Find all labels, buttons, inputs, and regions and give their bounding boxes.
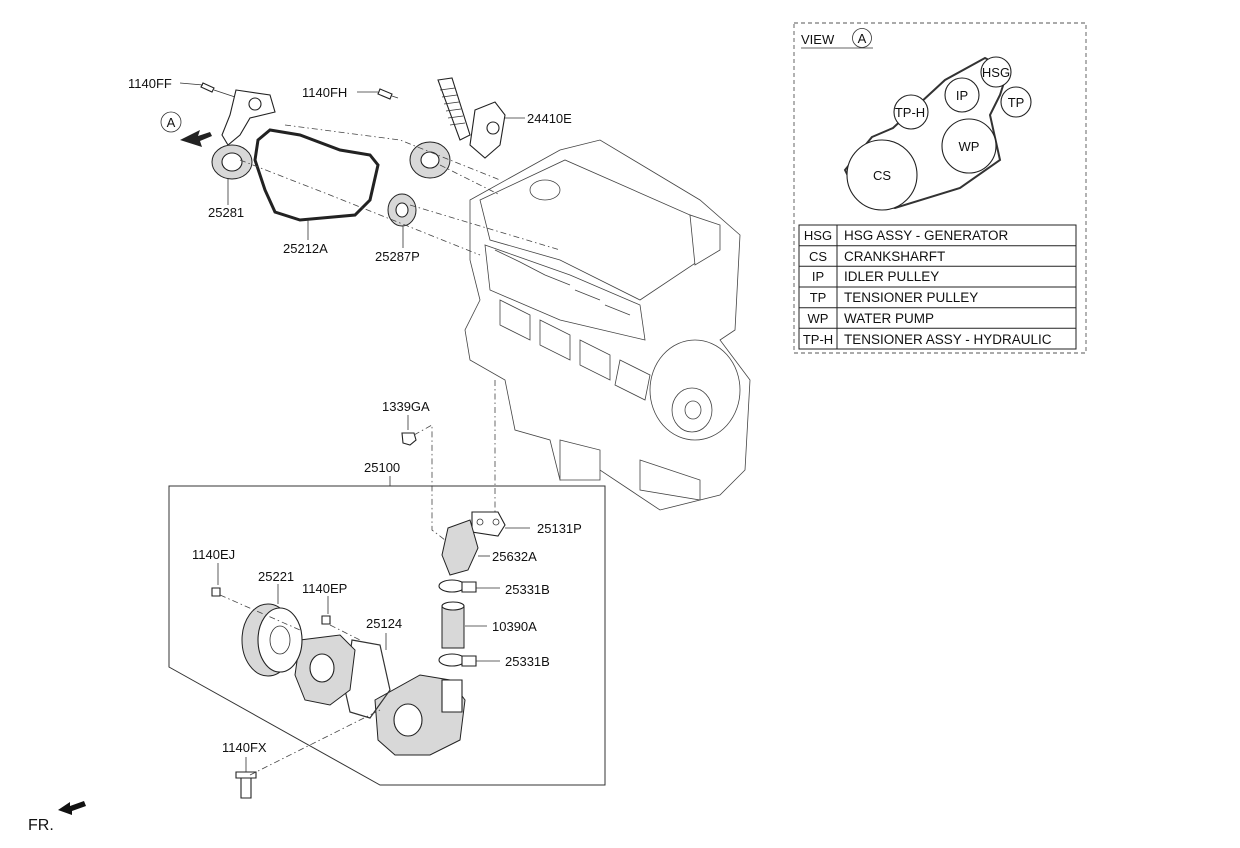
label-25331b-bottom: 25331B (505, 654, 550, 669)
view-title: VIEW (801, 32, 835, 47)
legend-code: TP (810, 290, 827, 305)
label-1140ff: 1140FF (128, 76, 172, 91)
legend-code: HSG (804, 228, 832, 243)
pulley-tp-label: TP (1008, 95, 1025, 110)
engine-block-illustration (464, 139, 751, 511)
label-25281: 25281 (208, 205, 244, 220)
idler-pulley-illustration (387, 193, 417, 227)
view-a-marker: A (160, 111, 182, 133)
water-pump-assembly-frame (168, 485, 606, 786)
water-pump-housing-illustration (374, 674, 466, 756)
legend-desc: HSG ASSY - GENERATOR (844, 228, 1009, 243)
label-1339ga: 1339GA (382, 399, 430, 414)
legend-desc: CRANKSHARFT (844, 249, 945, 264)
front-arrow-icon (58, 801, 86, 815)
hose-clamp-top-illustration (438, 579, 477, 593)
label-1140fx: 1140FX (222, 740, 267, 755)
legend-code: CS (809, 249, 827, 264)
bolt-1140fh-illustration (377, 88, 393, 100)
view-direction-arrow-icon (180, 130, 212, 147)
pulley-hsg-label: HSG (982, 65, 1010, 80)
legend-code: IP (812, 269, 824, 284)
hydraulic-tensioner-illustration (409, 77, 506, 179)
pulley-tph (893, 94, 929, 130)
legend-desc: TENSIONER ASSY - HYDRAULIC (844, 332, 1052, 347)
legend-table: HSG HSG ASSY - GENERATOR CS CRANKSHARFT … (798, 224, 1077, 350)
label-10390a: 10390A (492, 619, 537, 634)
impeller-housing-illustration (294, 634, 356, 706)
view-a-marker-label: A (167, 115, 176, 130)
pulley-tp (1000, 86, 1032, 118)
pulley-wp (941, 118, 997, 174)
label-25331b-top: 25331B (505, 582, 550, 597)
pulley-tph-label: TP-H (895, 105, 925, 120)
pulley-ip (944, 77, 980, 113)
drive-belt-illustration (253, 128, 380, 222)
label-25632a: 25632A (492, 549, 537, 564)
coolant-elbow-illustration (441, 511, 506, 576)
label-24410e: 24410E (527, 111, 572, 126)
pulley-cs (846, 139, 918, 211)
coolant-hose-illustration (441, 601, 465, 649)
bracket-assembly-illustration (200, 82, 276, 180)
pulley-wp-label: WP (959, 139, 980, 154)
label-25221: 25221 (258, 569, 294, 584)
legend-code: WP (808, 311, 829, 326)
legend-desc: TENSIONER PULLEY (844, 290, 978, 305)
label-25124: 25124 (366, 616, 402, 631)
pulley-cs-label: CS (873, 168, 891, 183)
label-25287p: 25287P (375, 249, 420, 264)
label-25212a: 25212A (283, 241, 328, 256)
water-pump-pulley-illustration (241, 603, 303, 677)
nut-1339ga-illustration (401, 432, 417, 446)
hose-clamp-bottom-illustration (438, 653, 477, 667)
legend-desc: IDLER PULLEY (844, 269, 939, 284)
label-1140fh: 1140FH (302, 85, 347, 100)
pulley-hsg (980, 56, 1012, 88)
legend-desc: WATER PUMP (844, 311, 934, 326)
bolt-1140fx-illustration (240, 775, 252, 799)
front-direction-label: FR. (28, 817, 54, 834)
pulley-ip-label: IP (956, 88, 968, 103)
label-1140ej: 1140EJ (192, 547, 235, 562)
label-25100: 25100 (364, 460, 400, 475)
bolt-1140ep-illustration (321, 615, 331, 625)
view-a-panel: VIEW A CS WP TP-H IP HSG TP HSG HSG ASSY… (793, 22, 1087, 354)
label-1140ep: 1140EP (302, 581, 347, 596)
view-title-marker: A (858, 31, 867, 46)
bolt-1140ej-illustration (211, 587, 221, 597)
legend-code: TP-H (803, 332, 833, 347)
label-25131p: 25131P (537, 521, 582, 536)
